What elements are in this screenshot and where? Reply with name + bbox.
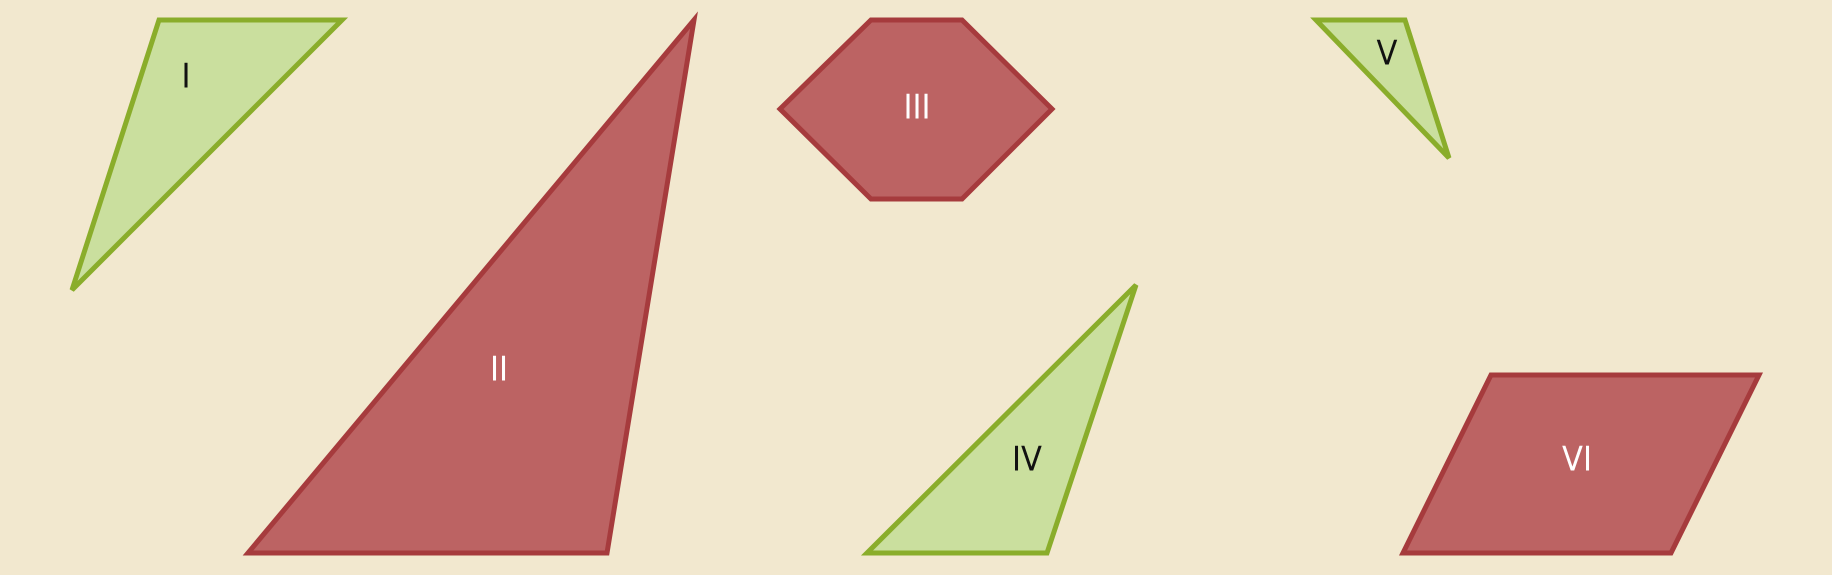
shape-6: VI [1398,372,1764,556]
shape-1-triangle [69,17,349,292]
shape-5-triangle [1310,17,1452,160]
shape-2-label: II [490,350,508,390]
shape-4-triangle [860,283,1139,556]
shape-3-label: III [903,88,930,128]
shape-1-label: I [181,57,190,97]
shape-6-parallelogram [1398,372,1764,556]
shape-2: II [242,11,698,556]
shape-3-hexagon [776,17,1056,202]
shape-1: I [69,17,349,292]
shape-3: III [776,17,1056,202]
shape-4: IV [860,283,1139,556]
shape-6-label: VI [1562,440,1592,480]
shape-5: V [1310,17,1452,160]
shape-4-label: IV [1012,440,1042,480]
shape-5-label: V [1377,34,1398,74]
shape-2-triangle [242,11,698,556]
